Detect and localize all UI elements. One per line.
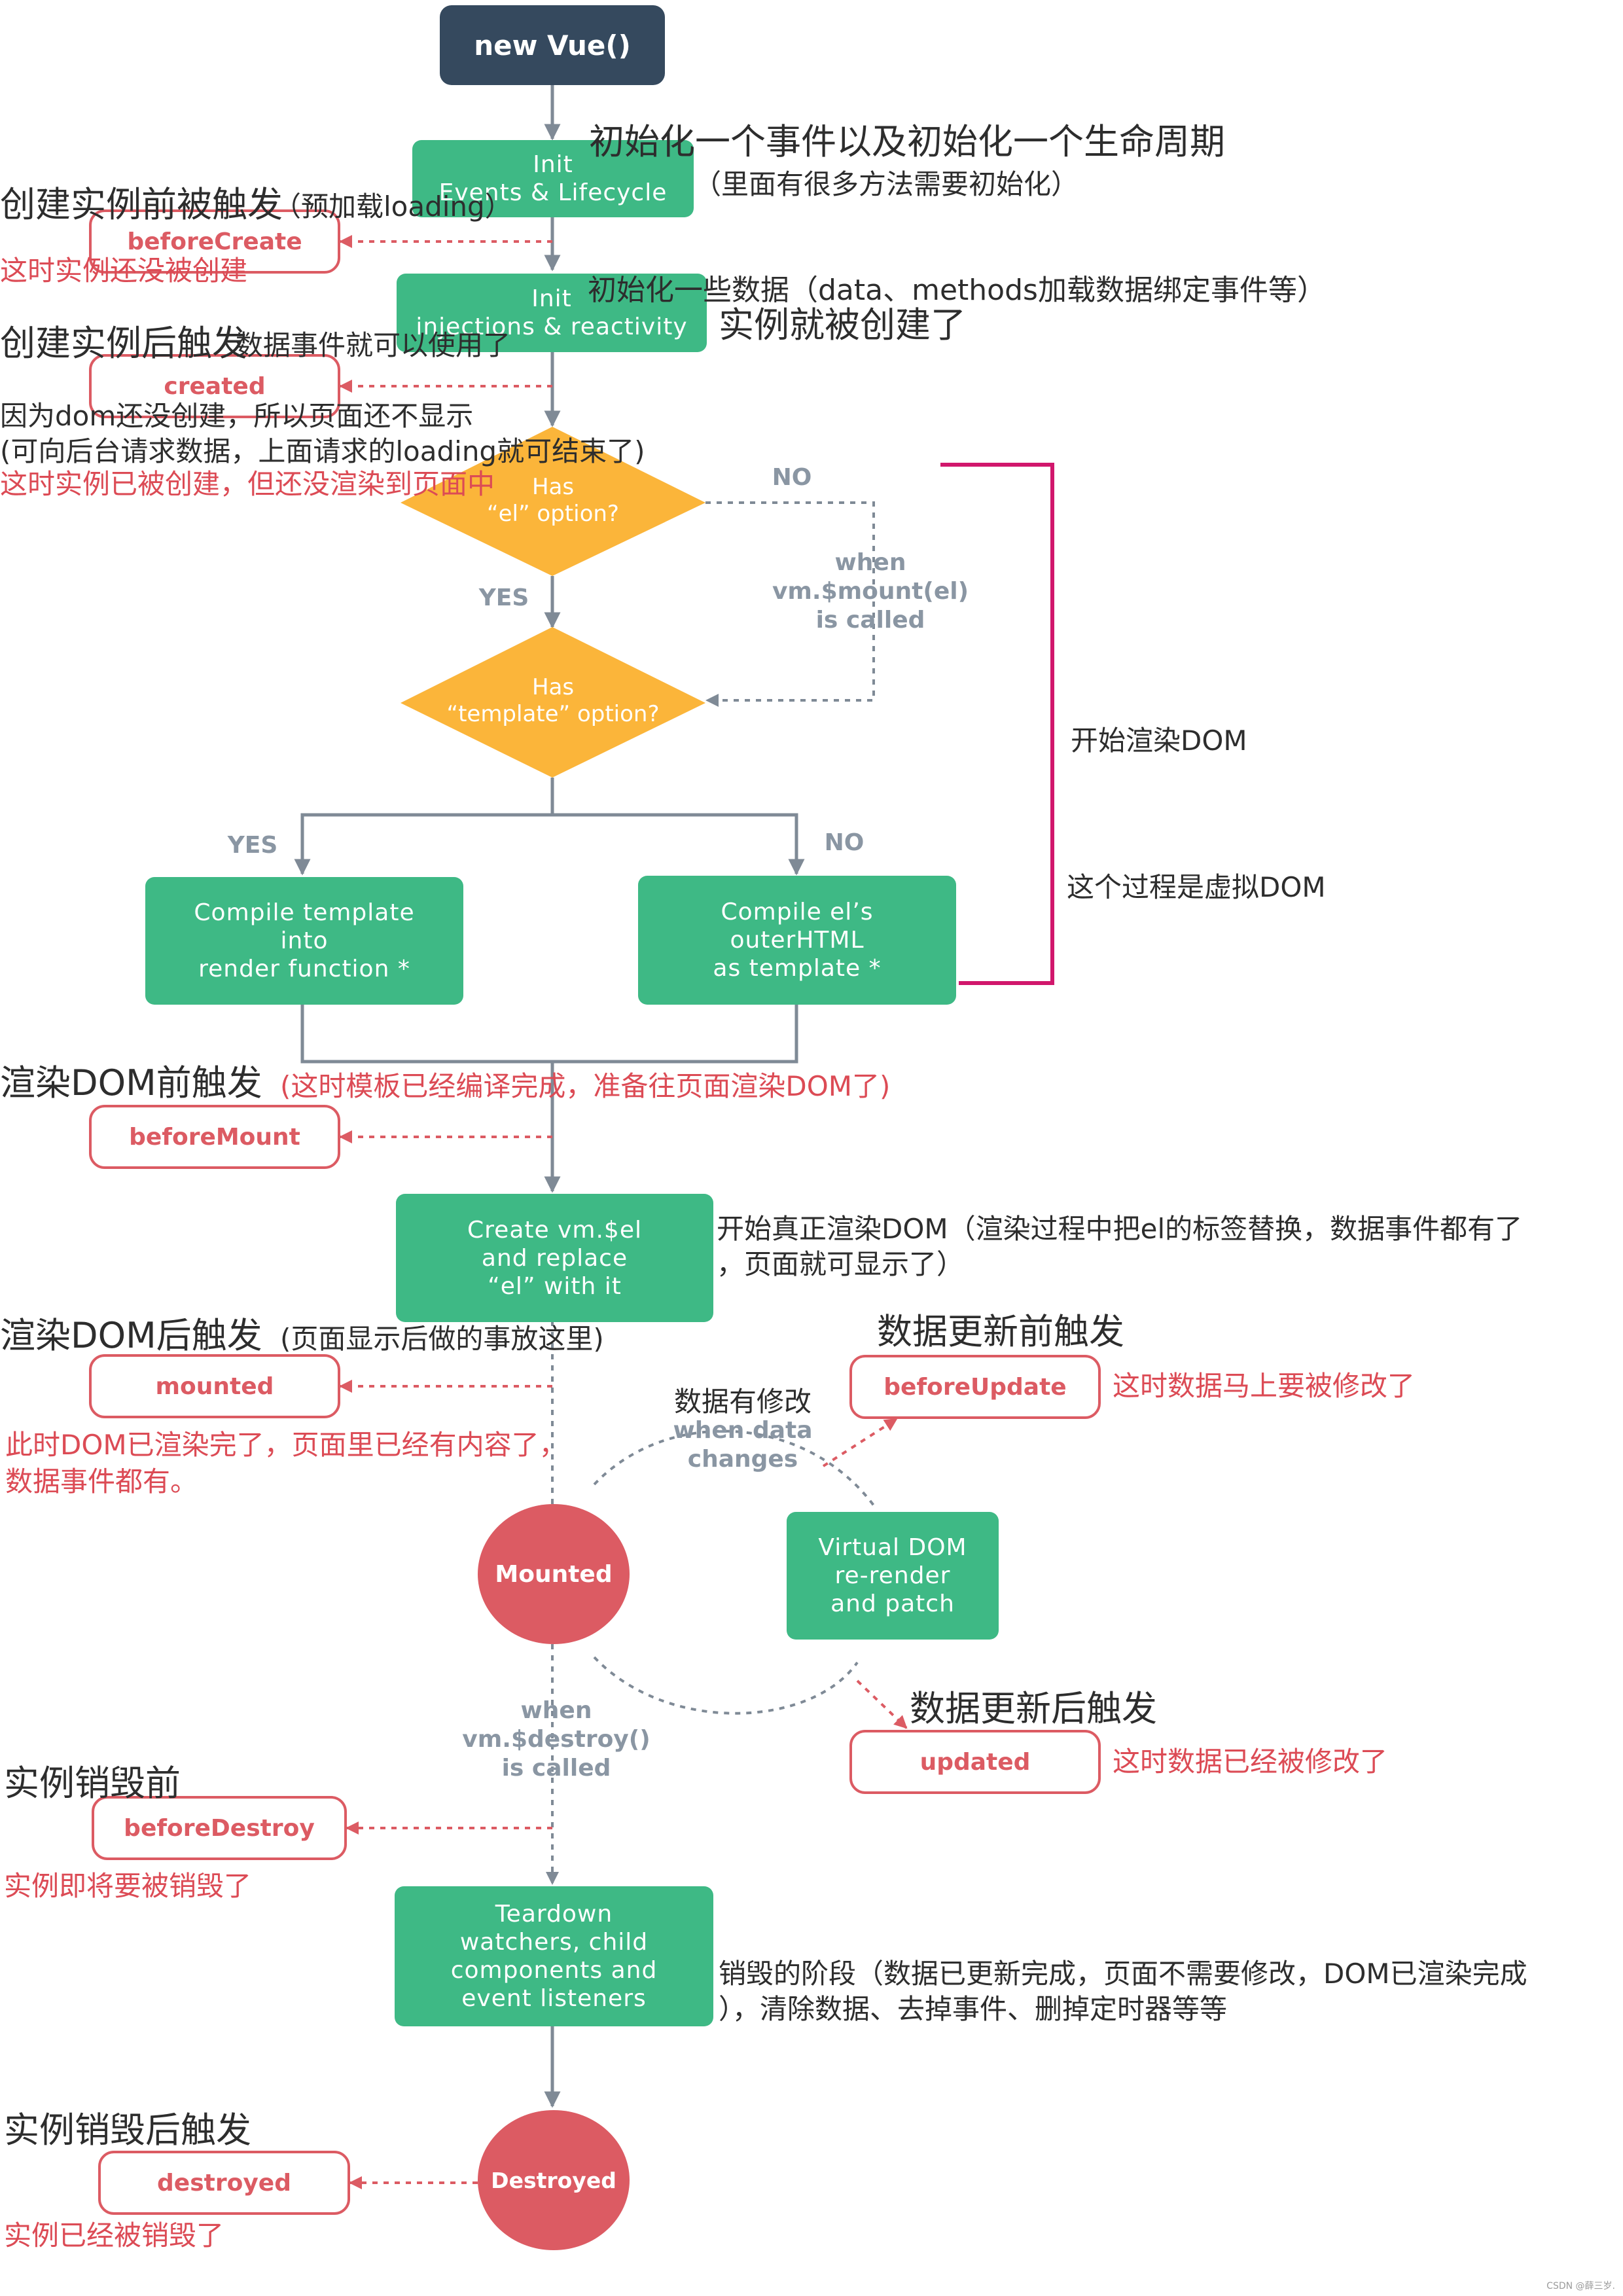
destroyed-title: 实例销毁后触发 — [4, 2109, 251, 2151]
before-create-hook: beforeCreate — [89, 209, 340, 274]
before-create-paren: （预加载loading） — [274, 190, 512, 223]
init-events-annotation: 初始化一个事件以及初始化一个生命周期 — [589, 121, 1225, 162]
before-destroy-hook: beforeDestroy — [92, 1796, 347, 1860]
data-changed-cn-label: 数据有修改 — [674, 1386, 812, 1418]
mounted-state: Mounted — [478, 1504, 630, 1644]
render-dom-bracket — [940, 463, 1054, 985]
before-create-note: 这时实例还没被创建 — [0, 255, 248, 287]
created-note-1: 因为dom还没创建，所以页面还不显示 — [0, 400, 474, 432]
before-mount-annotation: 渲染DOM前触发 — [0, 1062, 262, 1103]
main-flow-connectors — [294, 85, 805, 2108]
created-note-2: (可向后台请求数据，上面请求的loading就可结束了) — [0, 435, 645, 467]
no-label-el: NO — [772, 464, 812, 491]
create-vm-sub-annotation: ，页面就可显示了） — [717, 1248, 965, 1280]
teardown-node: Teardown watchers, child components and … — [395, 1886, 713, 2026]
mounted-paren: (页面显示后做的事放这里) — [280, 1323, 604, 1355]
updated-title: 数据更新后触发 — [910, 1688, 1157, 1729]
create-vm-el-node: Create vm.$el and replace “el” with it — [396, 1194, 713, 1322]
init-injections-annotation: 初始化一些数据（data、methods加载数据绑定事件等） — [588, 274, 1326, 307]
before-destroy-red-note: 实例即将要被销毁了 — [4, 1870, 252, 1902]
hook-connectors — [339, 235, 908, 2189]
yes-label-el: YES — [478, 584, 529, 611]
when-mount-called-label: when vm.$mount(el) is called — [772, 549, 969, 634]
render-dom-start-annotation: 开始渲染DOM — [1071, 725, 1247, 757]
teardown-sub-annotation: ），清除数据、去掉事件、删掉定时器等等 — [719, 1993, 1228, 2025]
created-annotation: 创建实例后触发 — [0, 323, 247, 364]
has-template-label: Has “template” option? — [446, 674, 660, 727]
before-update-red-note: 这时数据马上要被修改了 — [1113, 1370, 1416, 1402]
updated-red-note: 这时数据已经被修改了 — [1113, 1746, 1388, 1778]
destroyed-red-note: 实例已经被销毁了 — [4, 2219, 224, 2251]
teardown-annotation: 销毁的阶段（数据已更新完成，页面不需要修改，DOM已渲染完成 — [719, 1958, 1527, 1990]
init-injections-node: Init injections & reactivity — [397, 274, 707, 352]
before-create-annotation: 创建实例前被触发 — [0, 184, 283, 225]
mounted-annotation: 渲染DOM后触发 — [0, 1315, 262, 1356]
create-vm-annotation: 开始真正渲染DOM（渲染过程中把el的标签替换，数据事件都有了 — [717, 1213, 1523, 1245]
has-el-label: Has “el” option? — [487, 474, 619, 527]
has-template-diamond — [401, 627, 705, 778]
before-update-title: 数据更新前触发 — [877, 1311, 1124, 1352]
no-label-template: NO — [824, 829, 865, 856]
before-destroy-title: 实例销毁前 — [4, 1763, 181, 1804]
virtual-dom-process-annotation: 这个过程是虚拟DOM — [1067, 871, 1326, 903]
virtual-dom-node: Virtual DOM re-render and patch — [787, 1512, 999, 1640]
init-events-node: Init Events & Lifecycle — [412, 140, 694, 217]
destroyed-hook: destroyed — [98, 2151, 350, 2215]
compile-el-node: Compile el’s outerHTML as template * — [638, 876, 956, 1005]
when-destroy-called-label: when vm.$destroy() is called — [462, 1697, 651, 1782]
before-update-hook: beforeUpdate — [849, 1355, 1101, 1419]
created-small-annotation: 数据事件就可以使用了 — [236, 329, 511, 361]
init-events-sub-annotation: （里面有很多方法需要初始化） — [694, 168, 1079, 200]
init-injections-sub: 实例就被创建了 — [719, 304, 966, 346]
when-data-changes-label: when data changes — [673, 1417, 813, 1473]
mounted-red-note-2: 数据事件都有。 — [5, 1465, 198, 1498]
before-mount-hook: beforeMount — [89, 1105, 340, 1169]
has-el-diamond — [401, 427, 705, 576]
new-vue-node: new Vue() — [440, 5, 665, 85]
before-mount-red-note: (这时模板已经编译完成，准备往页面渲染DOM了) — [280, 1070, 891, 1102]
destroyed-state: Destroyed — [478, 2110, 630, 2250]
created-hook: created — [89, 354, 340, 418]
yes-label-template: YES — [227, 832, 278, 859]
updated-hook: updated — [849, 1730, 1101, 1794]
dotted-flow-connectors — [546, 501, 875, 1885]
created-red-note: 这时实例已被创建，但还没渲染到页面中 — [0, 468, 495, 500]
mounted-hook: mounted — [89, 1354, 340, 1418]
mounted-red-note-1: 此时DOM已渲染完了，页面里已经有内容了， — [5, 1429, 567, 1461]
watermark: CSDN @薛三岁. — [1546, 2281, 1615, 2291]
compile-template-node: Compile template into render function * — [145, 877, 463, 1005]
